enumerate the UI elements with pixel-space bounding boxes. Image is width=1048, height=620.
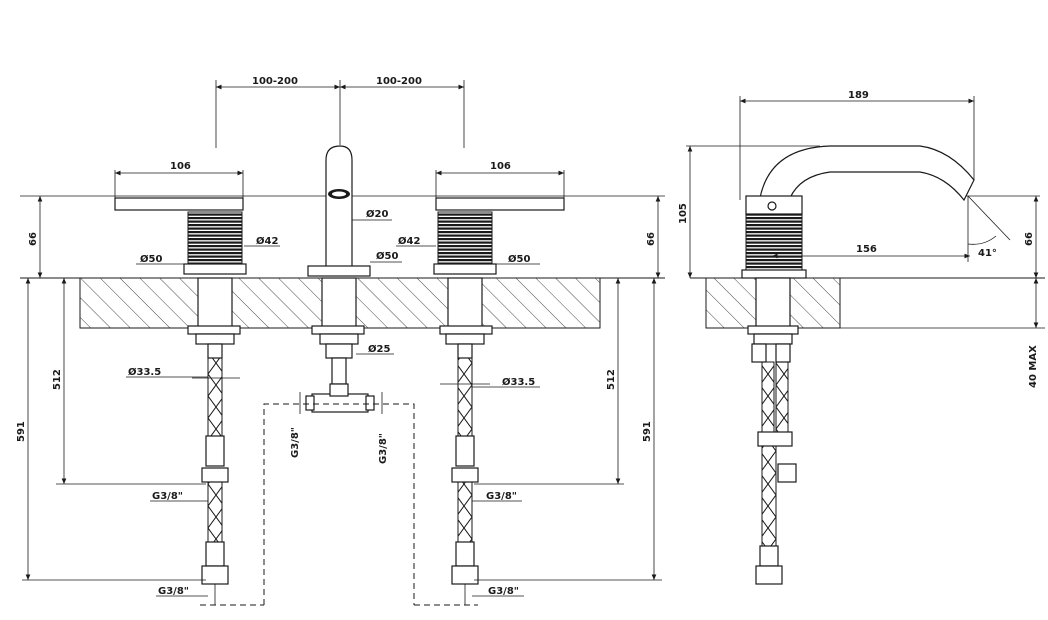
front-view: 100-200 100-200 106 Ø42 Ø50 106 [16, 76, 665, 606]
left-hose-braid-upper [207, 357, 223, 437]
spout-body [325, 145, 353, 271]
tee-connector [311, 393, 369, 413]
right-thread-bottom-label: G3/8" [488, 586, 519, 597]
side-hose-braid-left [761, 361, 775, 433]
tee-thread-right-label: G3/8" [378, 433, 389, 464]
spout-reach-label: 189 [848, 90, 869, 101]
side-body-ribbed [745, 213, 803, 275]
left-valve: 106 Ø42 Ø50 [114, 161, 280, 359]
left-thread-mid-label: G3/8" [152, 491, 183, 502]
center-base-dia-label: Ø50 [376, 250, 398, 262]
left-hose-length-label: 512 [52, 369, 63, 390]
right-shank-dia-label: Ø33.5 [502, 376, 535, 388]
side-hose-braid-lower [761, 445, 777, 547]
max-deck-thickness-label: 40 MAX [1028, 345, 1039, 388]
right-knob-dia-label: Ø42 [398, 235, 420, 247]
side-height-label: 66 [1024, 232, 1035, 246]
right-lever-handle [435, 197, 565, 211]
left-knob-dia-label: Ø42 [256, 235, 278, 247]
right-knob-ribbed [437, 211, 493, 273]
left-shank-dia-label: Ø33.5 [128, 366, 161, 378]
right-base-dia-label: Ø50 [508, 253, 530, 265]
left-total-length-label: 591 [16, 421, 27, 442]
cabinet-outline [263, 403, 415, 605]
spacing-left-label: 100-200 [252, 76, 298, 87]
right-hose-braid-upper [457, 357, 473, 437]
right-hose-length-label: 512 [606, 369, 617, 390]
right-hose: Ø33.5 G3/8" G3/8" [440, 357, 540, 605]
left-lever-handle [114, 197, 244, 211]
left-height-label: 66 [28, 232, 39, 246]
left-hose: Ø33.5 G3/8" G3/8" [126, 357, 240, 605]
right-valve: 106 Ø42 Ø50 [396, 161, 565, 359]
left-base-dia-label: Ø50 [140, 253, 162, 265]
left-handle-width-label: 106 [170, 161, 191, 172]
side-hose-braid-right [775, 361, 789, 433]
right-height-label: 66 [646, 232, 657, 246]
total-height-label: 105 [678, 203, 689, 224]
side-spout [759, 145, 975, 202]
left-knob-ribbed [187, 211, 243, 273]
tee-thread-left-label: G3/8" [290, 427, 301, 458]
center-spout: Ø20 Ø50 Ø25 G3/8" G3/8" [200, 145, 478, 606]
right-hose-braid-lower [457, 481, 473, 543]
center-shank-dia-label: Ø25 [368, 343, 390, 355]
left-hose-braid-lower [207, 481, 223, 543]
side-body-screw [767, 201, 777, 211]
outlet-distance-label: 156 [856, 244, 877, 255]
left-thread-bottom-label: G3/8" [158, 586, 189, 597]
spacing-right-label: 100-200 [376, 76, 422, 87]
outlet-angle-label: 41° [978, 248, 997, 259]
right-thread-mid-label: G3/8" [486, 491, 517, 502]
right-handle-width-label: 106 [490, 161, 511, 172]
spout-dia-label: Ø20 [366, 208, 388, 220]
side-view: 189 105 156 41° 66 40 MAX [678, 90, 1045, 585]
right-total-length-label: 591 [642, 421, 653, 442]
